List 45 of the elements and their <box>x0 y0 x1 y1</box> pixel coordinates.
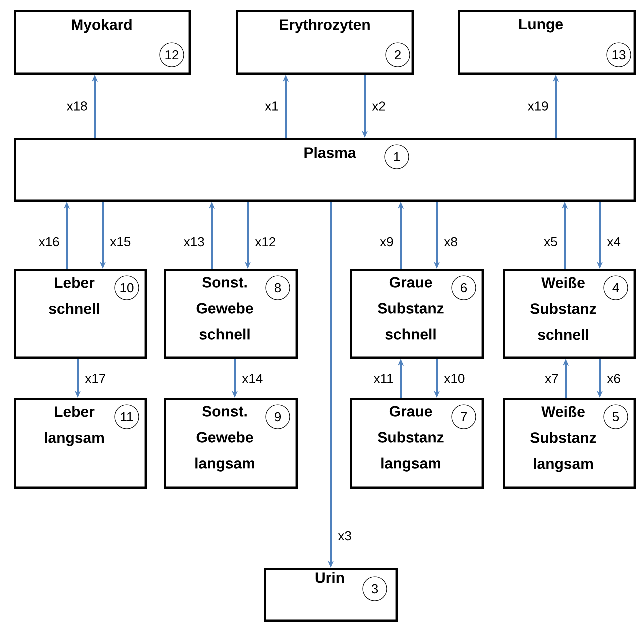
box-label: Lunge <box>520 19 563 33</box>
box-label: Sonst. Gewebe langsam <box>196 406 254 472</box>
circled-number: 9 <box>266 404 290 430</box>
edge-label: x15 <box>110 237 131 247</box>
edge-label: x12 <box>255 237 276 247</box>
edge-label: x10 <box>444 374 465 384</box>
edge-label: x11 <box>374 374 394 384</box>
box-label: Sonst. Gewebe schnell <box>196 277 254 340</box>
edge-label: x19 <box>528 102 548 111</box>
box-label: Graue Substanz langsam <box>378 406 444 472</box>
box-label: Plasma <box>304 147 356 158</box>
circled-number: 6 <box>452 276 476 300</box>
edge-label: x1 <box>265 102 278 111</box>
edge-label: x8 <box>444 237 458 247</box>
edge-label: x14 <box>242 374 263 384</box>
box-label: Graue Substanz schnell <box>378 277 444 340</box>
edge-label: x13 <box>184 237 204 247</box>
circled-number: 4 <box>604 276 628 300</box>
box-label: Weiße Substanz schnell <box>530 277 596 340</box>
edge-label: x16 <box>38 237 60 247</box>
box-label: Myokard <box>72 19 132 34</box>
circled-number: 3 <box>362 576 388 602</box>
circled-number: 8 <box>266 276 290 300</box>
edge-label: x9 <box>380 237 394 247</box>
circled-number: 5 <box>604 404 628 430</box>
edge-label: x3 <box>338 531 352 541</box>
edge-label: x6 <box>607 374 620 384</box>
circled-number: 11 <box>114 404 140 430</box>
box-label: Weiße Substanz langsam <box>530 406 596 472</box>
box-label: Leber schnell <box>49 277 100 314</box>
edge-label: x7 <box>545 374 558 384</box>
edge-label: x18 <box>66 102 88 111</box>
box-label: Urin <box>316 572 344 584</box>
circled-number: 10 <box>114 276 140 300</box>
circled-number: 12 <box>160 42 184 68</box>
edge-label: x17 <box>85 374 106 384</box>
box-label: Leber langsam <box>45 406 104 446</box>
circled-number: 7 <box>452 404 476 430</box>
circled-number: 1 <box>384 144 410 170</box>
circled-number: 13 <box>606 42 632 68</box>
edge-label: x5 <box>544 237 558 247</box>
edge-label: x4 <box>607 238 621 246</box>
circled-number: 2 <box>386 42 410 68</box>
box-label: Erythrozyten <box>280 19 370 34</box>
edge-label: x2 <box>372 102 386 111</box>
